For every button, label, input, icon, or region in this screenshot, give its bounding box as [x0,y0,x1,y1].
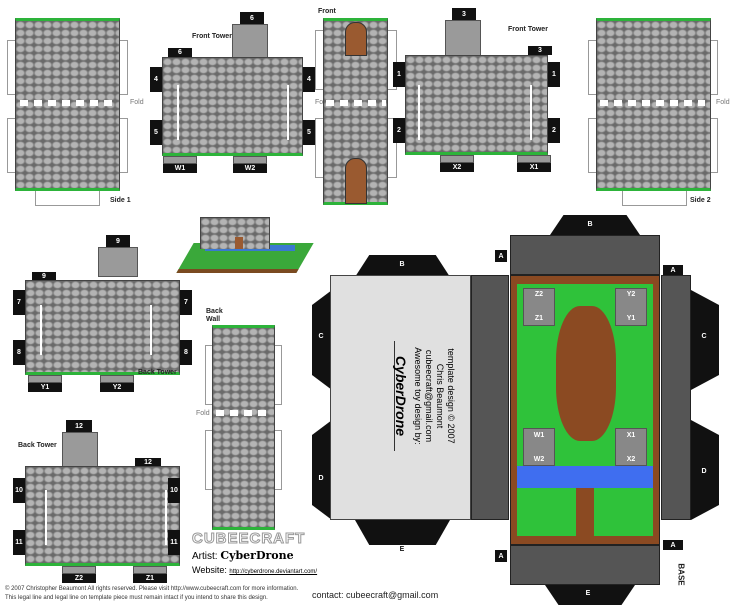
website-row: Website: http://cyberdrone.deviantart.co… [192,565,317,575]
tab-a: A [495,250,507,262]
base-slot-x2: X2 [626,455,636,463]
back-tower-2-wall [25,466,180,566]
tab-11: 11 [13,530,25,555]
tab-x2: X2 [440,163,474,172]
door [345,158,367,204]
tab-2: 2 [393,118,405,143]
tab-d: D [701,467,707,475]
tab-3: 3 [452,8,476,20]
panel-text: Awesome toy design by: [413,347,423,445]
base-slot-w1: W1 [533,431,545,439]
base-slot-y2: Y2 [626,290,636,298]
tab-1: 1 [548,62,560,87]
tab-6: 6 [240,12,264,24]
tab-b: B [587,220,593,228]
tab-w1: W1 [163,164,197,173]
artist-label: Artist: [192,551,218,562]
tab-b: B [399,260,405,268]
tab-z2: Z2 [62,574,96,583]
artist-row: Artist: CyberDrone [192,549,294,562]
tab-x1: X1 [517,163,551,172]
contact-email: contact: cubeecraft@gmail.com [312,590,439,600]
base-slot-w2: W2 [533,455,545,463]
tab-4: 4 [150,67,162,92]
tab-a: A [495,550,507,562]
tab-12-small: 12 [135,458,161,467]
side-1-label: Side 1 [110,197,131,204]
panel-text: template design © 2007 [446,348,456,444]
tab-5: 5 [150,120,162,145]
front-tower-right-wall [405,55,548,155]
website-label: Website: [192,565,227,575]
tab-6-small: 6 [168,48,192,57]
base-side-panel: template design © 2007 Chris Beaumont cu… [330,275,471,520]
front-label: Front [318,8,336,15]
tab-11: 11 [168,530,180,555]
tab-z1: Z1 [133,574,167,583]
tab-e: E [585,589,591,597]
panel-text: cubeecraft@gmail.com [424,349,434,443]
tab-y2: Y2 [100,383,134,392]
tab-e: E [399,545,405,553]
tab-10: 10 [13,478,25,503]
back-tower-label: Back Tower [138,369,177,376]
tab-d: D [318,474,324,482]
back-tower-wall [25,280,180,375]
panel-signature: CyberDrone [393,341,409,451]
tab-7: 7 [13,290,25,315]
tab-1: 1 [393,62,405,87]
front-tower-left-wall [162,57,303,156]
tab-4: 4 [303,67,315,92]
base-slot-z1: Z1 [534,314,544,322]
tab-y1: Y1 [28,383,62,392]
door [345,22,367,56]
base-slot-x1: X1 [626,431,636,439]
tab-8: 8 [180,340,192,365]
model-preview [176,215,314,275]
tab-7: 7 [180,290,192,315]
back-wall-label: Back Wall [206,308,223,323]
tab-5: 5 [303,120,315,145]
tab-3-small: 3 [528,46,552,55]
fold-label: Fold [130,99,144,106]
tab-c: C [318,332,324,340]
side-2-label: Side 2 [690,197,711,204]
tab-9: 9 [106,235,130,247]
fold-label: Fold [716,99,730,106]
website-link[interactable]: http://cyberdrone.deviantart.com/ [229,569,318,575]
cubeecraft-logo: CUBEECRAFT [191,530,306,548]
front-tower-label: Front Tower [192,33,232,40]
tab-c: C [701,332,707,340]
panel-text: Chris Beaumont [435,363,445,429]
artist-name: CyberDrone [220,549,294,562]
fold-label: Fold [196,410,210,417]
tab-8: 8 [13,340,25,365]
tab-10: 10 [168,478,180,503]
base-slot-y1: Y1 [626,314,636,322]
front-tower-label: Front Tower [508,26,548,33]
tab-a: A [663,265,683,275]
base-slot-z2: Z2 [534,290,544,298]
back-tower-label: Back Tower [18,442,57,449]
tab-w2: W2 [233,164,267,173]
fold-label: Fold [315,99,329,106]
tab-2: 2 [548,118,560,143]
base-ground: Z2 Z1 Y2 Y1 W1 W2 X1 X2 [510,275,660,545]
legal-line: This legal line and legal line on templa… [5,595,268,601]
copyright-line: © 2007 Christopher Beaumont All rights r… [5,586,299,592]
base-label: BASE [676,563,686,586]
tab-a: A [663,540,683,550]
back-wall [212,325,275,530]
tab-9-small: 9 [32,272,56,281]
tab-12: 12 [66,420,92,432]
